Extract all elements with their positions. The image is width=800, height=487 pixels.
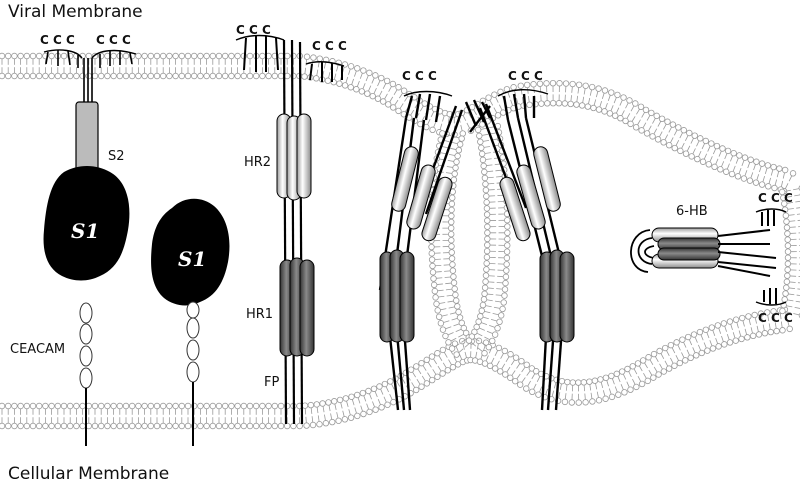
ccc-motif-icon: C C C C C C bbox=[40, 33, 131, 47]
hr1-helix-bundle bbox=[279, 257, 315, 357]
prehairpin-intermediate: C C C C C C HR2 HR1 FP bbox=[235, 23, 347, 425]
svg-text:C C C: C C C bbox=[40, 33, 75, 47]
svg-text:C C C: C C C bbox=[402, 69, 437, 83]
s1-label: S1 bbox=[71, 219, 99, 243]
pore-wall-right bbox=[465, 122, 511, 357]
cellular-membrane-bilayer bbox=[0, 306, 793, 430]
six-hb-label: 6-HB bbox=[676, 204, 708, 219]
svg-text:C C C: C C C bbox=[758, 191, 793, 205]
svg-text:C C C: C C C bbox=[236, 23, 271, 37]
viral-membrane-bilayer bbox=[0, 52, 797, 195]
ccc-motif-icon: C C C bbox=[508, 69, 543, 83]
s1-bound-receptor: S1 bbox=[151, 198, 230, 446]
fp-label: FP bbox=[264, 375, 279, 390]
viral-membrane-label: Viral Membrane bbox=[8, 2, 143, 22]
lipid-bilayers bbox=[0, 52, 800, 430]
six-helix-bundle: 6-HB C C C C C C bbox=[630, 191, 793, 325]
s1-label: S1 bbox=[178, 247, 206, 271]
hairpin-folding-left: C C C bbox=[378, 69, 464, 411]
s1-domain bbox=[151, 198, 230, 306]
fusion-stalk-anchors bbox=[464, 99, 492, 133]
lobe-wall-right bbox=[778, 185, 800, 319]
svg-text:C C C: C C C bbox=[96, 33, 131, 47]
s1-domain bbox=[43, 166, 130, 281]
ceacam-receptor bbox=[79, 302, 93, 446]
prefusion-spike: C C C C C C S2 S1 CEACAM bbox=[10, 33, 137, 446]
hr2-helix-bundle bbox=[276, 113, 312, 201]
ccc-motif-icon: C C C C C C bbox=[758, 191, 793, 325]
s2-label: S2 bbox=[108, 149, 125, 164]
hr2-label: HR2 bbox=[244, 155, 271, 170]
ccc-motif-icon: C C C C C C bbox=[236, 23, 347, 53]
ccc-motif-icon: C C C bbox=[402, 69, 437, 83]
ceacam-label: CEACAM bbox=[10, 342, 65, 357]
svg-text:C C C: C C C bbox=[758, 311, 793, 325]
cellular-membrane-label: Cellular Membrane bbox=[8, 464, 169, 484]
hr1-label: HR1 bbox=[246, 307, 273, 322]
svg-text:C C C: C C C bbox=[508, 69, 543, 83]
hairpin-folding-right: C C C bbox=[478, 69, 575, 411]
svg-text:C C C: C C C bbox=[312, 39, 347, 53]
